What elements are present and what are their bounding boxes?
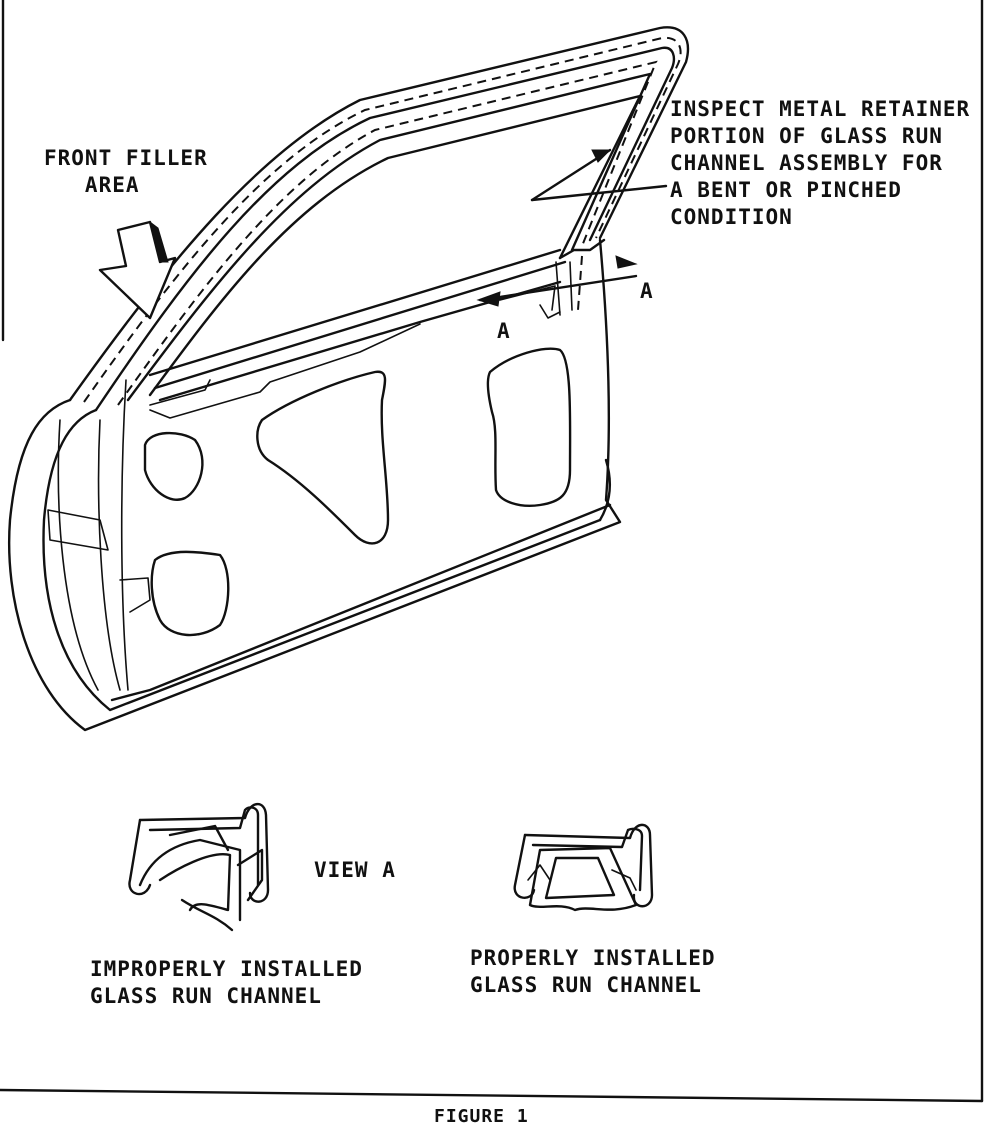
leader-arrow-icon <box>530 148 668 202</box>
arrow-down-icon <box>98 220 177 320</box>
proper-channel-drawing <box>513 823 654 912</box>
callout-a-right: A <box>640 279 654 303</box>
rear-run-channel <box>539 238 606 319</box>
callout-a-lower: A <box>497 319 511 343</box>
figure-caption: FIGURE 1 <box>434 1106 529 1127</box>
window-frame <box>68 26 690 412</box>
access-holes <box>143 347 572 637</box>
front-filler-label: FRONT FILLER AREA <box>44 146 208 197</box>
improper-label: IMPROPERLY INSTALLED GLASS RUN CHANNEL <box>90 957 363 1008</box>
section-a-markers <box>476 255 638 307</box>
inspect-note: INSPECT METAL RETAINER PORTION OF GLASS … <box>670 97 971 229</box>
view-a-label: VIEW A <box>314 858 396 882</box>
door-shell <box>8 238 622 732</box>
improper-channel-drawing <box>128 802 270 932</box>
proper-label: PROPERLY INSTALLED GLASS RUN CHANNEL <box>470 946 716 997</box>
page-frame <box>0 0 984 1103</box>
